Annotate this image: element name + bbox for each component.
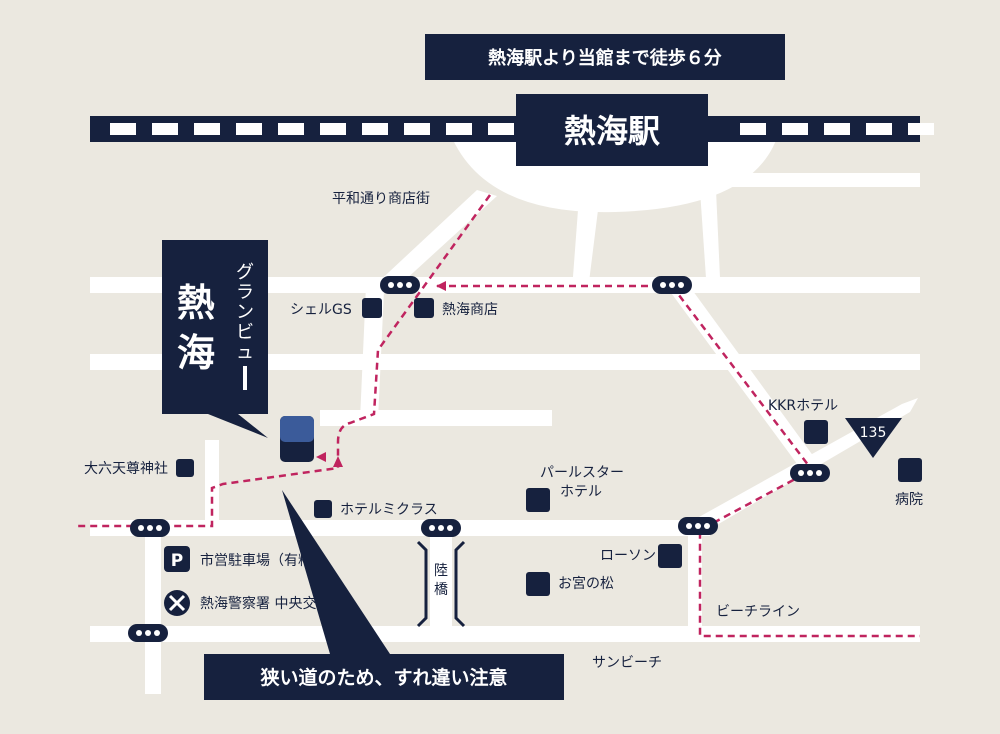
railway-tie xyxy=(488,123,514,135)
police-label: 熱海警察署 中央交番 xyxy=(200,595,330,612)
parking-icon-glyph: P xyxy=(171,551,183,571)
traffic-signal-icon xyxy=(380,276,420,294)
hotel-name-sub-1: グ xyxy=(236,262,254,283)
atami-shop-label: 熱海商店 xyxy=(442,302,498,318)
station-sign xyxy=(516,94,708,166)
traffic-signal-icon xyxy=(421,519,461,537)
caution-text: 狭い道のため、すれ違い注意 xyxy=(259,666,507,689)
hotel-micras-label: ホテルミクラス xyxy=(340,502,438,518)
railway-tie xyxy=(110,123,136,135)
route-arrow-hotel xyxy=(316,452,326,462)
hotel-name-main-2: 海 xyxy=(177,331,215,375)
station-name: 熱海駅 xyxy=(564,112,660,150)
landmark-markers xyxy=(176,298,922,596)
hotel-micras-marker xyxy=(314,500,332,518)
police-box-icon xyxy=(164,590,190,616)
kkr-hotel-marker xyxy=(804,420,828,444)
bridge-marker xyxy=(416,540,466,628)
lawson-label: ローソン xyxy=(600,548,656,564)
omiya-marker xyxy=(526,572,550,596)
traffic-signal-icon xyxy=(790,464,830,482)
parking-icon xyxy=(164,546,190,572)
hotel-building-roof xyxy=(280,416,314,442)
railway-tie xyxy=(740,123,766,135)
railway-tie xyxy=(278,123,304,135)
traffic-signal-icon xyxy=(128,624,168,642)
pearl-star-label-1: パールスター xyxy=(540,465,624,481)
hotel-name-main-1: 熱 xyxy=(177,281,215,325)
railway-ticks xyxy=(110,123,934,135)
shrine-marker xyxy=(176,459,194,477)
traffic-signal-icon xyxy=(130,519,170,537)
walk-time-banner xyxy=(425,34,785,80)
railway-tie xyxy=(824,123,850,135)
walking-route xyxy=(78,194,920,638)
route-135-shield-icon xyxy=(845,418,902,458)
heiwa-street-label: 平和通り商店街 xyxy=(332,191,430,207)
railway-tie xyxy=(320,123,346,135)
hotel-name-sub-2: ラ xyxy=(236,282,254,303)
atami-shop-marker xyxy=(414,298,434,318)
hotel-name-sub-6 xyxy=(243,366,247,390)
railway-tie xyxy=(152,123,178,135)
railway-tie xyxy=(866,123,892,135)
route-arrow-left xyxy=(436,281,446,291)
route-arrow-up xyxy=(333,456,343,467)
railway-tie xyxy=(404,123,430,135)
hospital-marker xyxy=(898,458,922,482)
hospital-label: 病院 xyxy=(895,492,923,508)
railway-tie xyxy=(194,123,220,135)
omiya-label: お宮の松 xyxy=(558,576,614,592)
railway-tie xyxy=(446,123,472,135)
kkr-hotel-label: KKRホテル xyxy=(768,398,838,414)
lawson-marker xyxy=(658,544,682,568)
walk-time-text: 熱海駅より当館まで徒歩６分 xyxy=(488,47,722,69)
sun-beach-label: サンビーチ xyxy=(592,655,662,671)
route-135-number: 135 xyxy=(860,425,887,441)
parking-label: 市営駐車場（有料） xyxy=(200,552,326,569)
railway-tie xyxy=(782,123,808,135)
bridge-label-2: 橋 xyxy=(434,582,448,598)
shrine-label: 大六天尊神社 xyxy=(84,460,168,477)
railway-tie xyxy=(236,123,262,135)
pearl-star-label-2: ホテル xyxy=(560,484,602,500)
railway-tie xyxy=(908,123,934,135)
shell-gs-marker xyxy=(362,298,382,318)
traffic-signals xyxy=(128,276,830,642)
traffic-signal-icon xyxy=(678,517,718,535)
hotel-callout xyxy=(162,240,268,438)
pearl-star-marker xyxy=(526,488,550,512)
hotel-name-sub-5: ュ xyxy=(236,342,254,363)
hotel-name-sub-4: ビ xyxy=(236,322,254,343)
bridge-label-1: 陸 xyxy=(434,563,448,579)
traffic-signal-icon xyxy=(652,276,692,294)
shell-gs-label: シェルGS xyxy=(290,302,352,318)
hotel-name-sub-3: ン xyxy=(236,302,254,323)
railway-tie xyxy=(362,123,388,135)
caution-box xyxy=(204,654,564,700)
caution-pointer xyxy=(282,490,390,654)
beach-line-label: ビーチライン xyxy=(716,604,800,620)
